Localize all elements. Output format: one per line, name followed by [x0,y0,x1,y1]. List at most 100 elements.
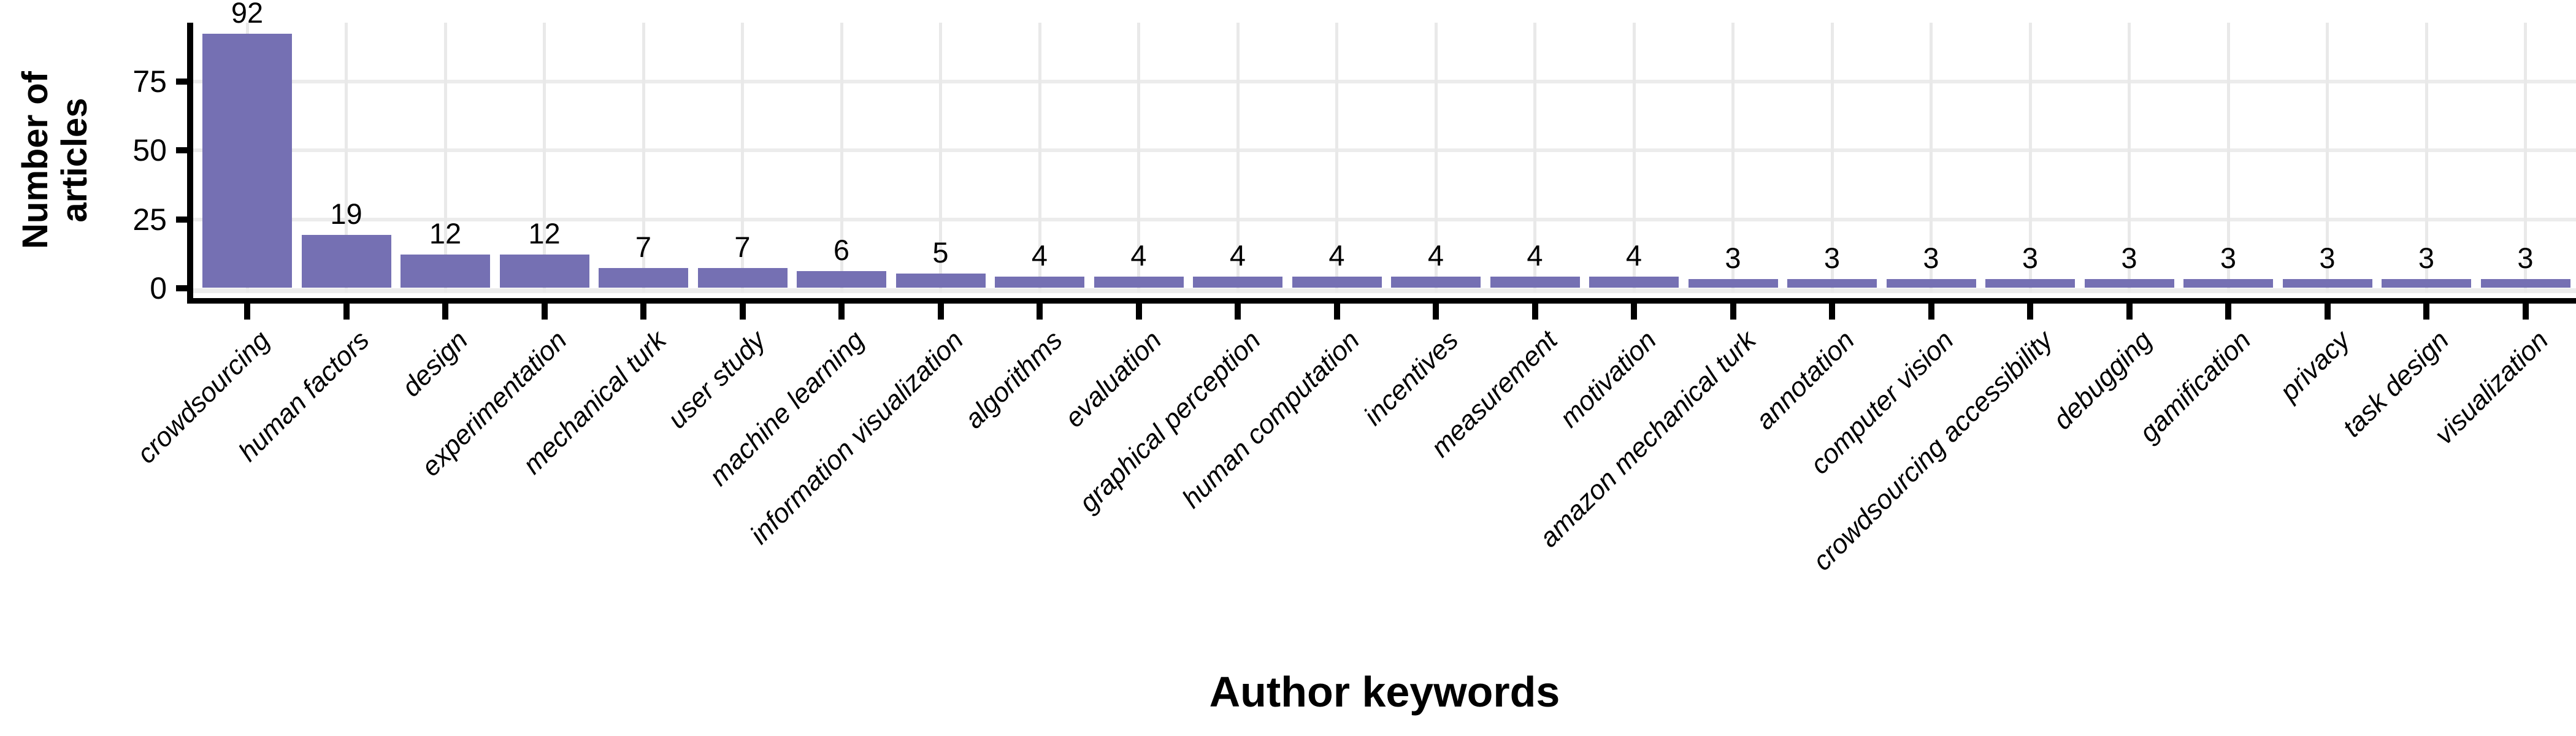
v-gridline [1830,23,1834,293]
x-tick [2225,304,2231,320]
v-gridline [1533,23,1536,293]
y-tick [176,285,187,291]
y-tick-label: 25 [132,202,167,237]
x-tick [1333,304,1340,320]
bar-value-label: 4 [1130,239,1147,272]
v-gridline [1434,23,1438,293]
v-gridline [1335,23,1338,293]
bar [301,235,391,288]
y-tick-label: 75 [132,64,167,99]
x-tick [1235,304,1241,320]
x-tick [1531,304,1538,320]
v-gridline [1038,23,1041,293]
v-gridline [642,23,645,293]
x-tick [244,304,250,320]
bar-value-label: 3 [2220,242,2237,274]
bar-value-label: 3 [1923,242,1939,274]
bar [2084,279,2174,288]
bar-value-label: 4 [1427,239,1444,272]
bar [1787,279,1877,288]
x-category-label: incentives [1358,325,1465,432]
bar-value-label: 4 [1229,239,1246,272]
bar-value-label: 3 [2517,242,2534,274]
v-gridline [2028,23,2032,293]
bar-value-label: 4 [1328,239,1345,272]
x-tick [640,304,646,320]
v-gridline [1137,23,1140,293]
bar [1292,277,1382,288]
bar [2480,279,2570,288]
v-gridline [2326,23,2329,293]
y-tick [176,147,187,153]
v-gridline [1731,23,1735,293]
bar [1589,277,1679,288]
v-gridline [1632,23,1636,293]
bar [1490,277,1580,288]
h-gridline [193,217,2576,221]
v-gridline [840,23,843,293]
x-tick [739,304,746,320]
bar-value-label: 92 [231,0,264,29]
x-category-label: design [396,325,474,403]
v-gridline [1236,23,1240,293]
x-axis-line [187,298,2576,304]
bar [1094,277,1184,288]
y-tick [176,216,187,223]
bar-value-label: 3 [1823,242,1841,274]
bar-value-label: 3 [2418,242,2435,274]
bar-value-label: 4 [1031,239,1048,272]
x-category-label: privacy [2274,325,2356,407]
x-tick [2423,304,2429,320]
x-tick [2522,304,2529,320]
y-tick-label: 0 [150,271,167,305]
v-gridline [2425,23,2428,293]
bar-value-label: 12 [429,217,462,250]
bar-value-label: 12 [528,217,561,250]
bar [895,274,986,288]
x-tick [1037,304,1043,320]
bar-value-label: 4 [1625,239,1643,272]
bar [1688,279,1778,288]
x-tick [937,304,944,320]
bar-value-label: 3 [2121,242,2137,274]
y-tick-label: 50 [132,133,167,167]
bar [995,277,1084,288]
v-gridline [939,23,942,293]
x-axis-title: Author keywords [1209,668,1560,716]
v-gridline [2226,23,2230,293]
x-category-label: human computation [1176,325,1366,514]
bar [797,271,886,288]
zero-gridline [193,288,2576,293]
bar [2382,279,2471,288]
v-gridline [543,23,546,293]
h-gridline [193,79,2576,83]
x-category-label: motivation [1554,325,1663,434]
bar [1985,279,2075,288]
x-tick [1135,304,1142,320]
bar-value-label: 5 [932,236,949,269]
x-tick [442,304,448,320]
bar-value-label: 3 [2319,242,2336,274]
x-tick [1730,304,1736,320]
bar [1193,277,1282,288]
x-tick [1928,304,1934,320]
v-gridline [741,23,744,293]
bar [1391,277,1481,288]
v-gridline [1930,23,1933,293]
bar-value-label: 7 [734,231,751,263]
y-tick [176,78,187,85]
x-tick [838,304,845,320]
v-gridline [443,23,447,293]
bar [2282,279,2372,288]
bar [202,34,292,288]
bar [401,255,490,288]
x-tick [1433,304,1439,320]
bar [499,255,589,288]
x-category-label: evaluation [1059,325,1168,434]
y-axis-title-line1: Number of [15,71,55,249]
bar [697,268,788,288]
bar-value-label: 19 [330,197,362,230]
v-gridline [2128,23,2131,293]
bar-value-label: 6 [833,234,850,266]
y-axis-line [187,23,193,304]
